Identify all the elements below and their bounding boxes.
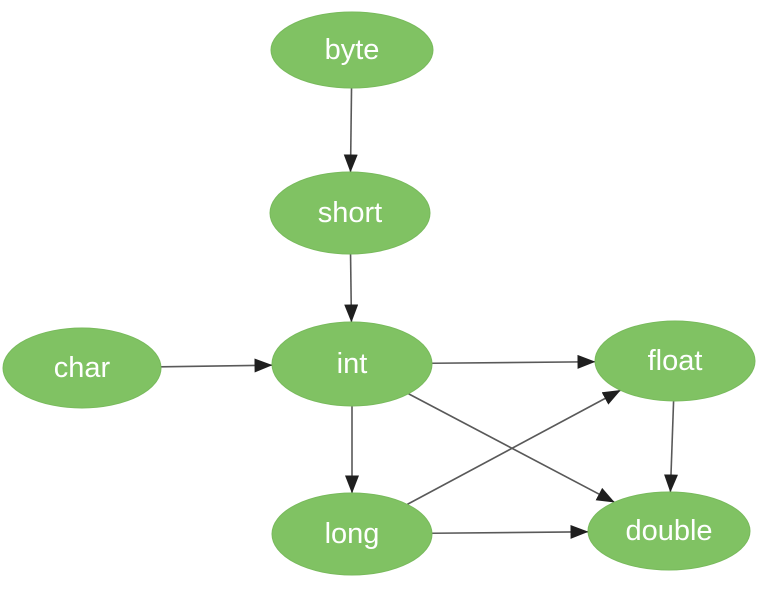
edge-char-to-int-arrow [160,358,273,373]
node-label-float: float [648,345,703,377]
node-label-char: char [54,352,111,384]
node-double: double [587,491,751,571]
node-ellipse-double [587,491,751,571]
node-label-long: long [325,518,380,550]
edge-int-to-float-arrow [431,354,596,369]
node-byte: byte [270,11,434,89]
edge-byte-to-short-arrow [343,87,358,173]
node-label-short: short [318,197,382,229]
node-label-double: double [625,515,712,547]
node-ellipse-byte [270,11,434,89]
node-short: short [269,171,431,255]
node-long: long [271,492,433,576]
node-char: char [2,327,162,409]
edge-long-to-float-arrow [406,389,621,506]
node-ellipse-int [271,321,433,407]
node-float: float [594,320,756,402]
node-label-int: int [337,348,368,380]
node-label-byte: byte [325,34,380,66]
edge-short-to-int-arrow [344,253,359,323]
node-ellipse-char [2,327,162,409]
edge-long-to-double-arrow [431,524,589,539]
node-ellipse-long [271,492,433,576]
node-ellipse-float [594,320,756,402]
node-int: int [271,321,433,407]
edge-float-to-double-arrow [663,400,678,493]
node-ellipse-short [269,171,431,255]
